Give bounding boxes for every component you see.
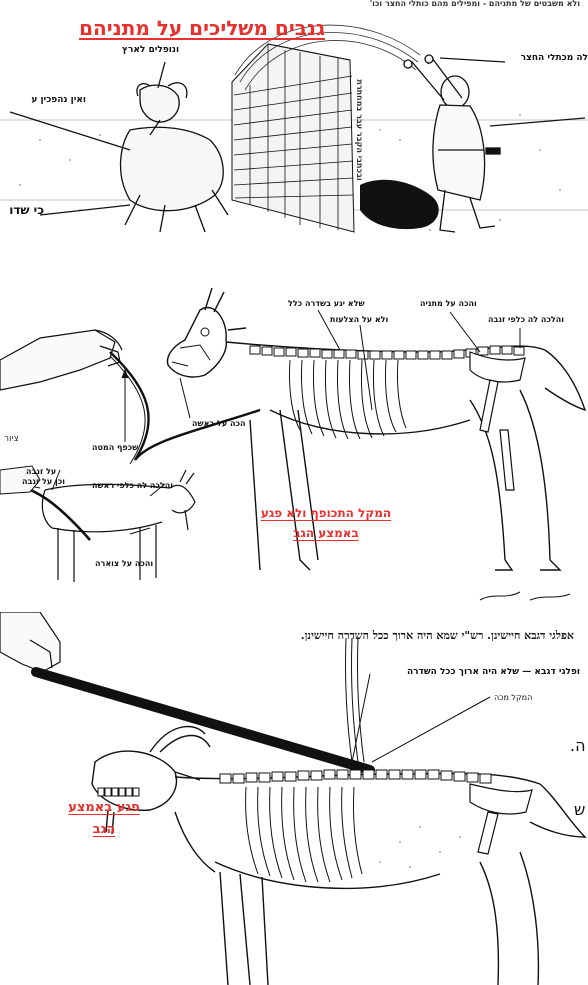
spine-bottom <box>220 770 491 783</box>
label-half-spine: ופלגי דגבא — שלא היה ארוך ככל השדרה <box>370 668 580 677</box>
label-falling: ונופלים לארץ <box>122 46 179 55</box>
falling-goat <box>121 83 228 232</box>
bottom-caption-line1: פגע באמצע <box>44 800 164 815</box>
panel-stick-hits-middle: אפלגי דגבא חיישינן. רש"י שמא היה ארוך ככ… <box>0 612 588 985</box>
label-small-tail2: וכן על זנבה <box>22 478 65 486</box>
bottom-top-text: אפלגי דגבא חיישינן. רש"י שמא היה ארוך ככ… <box>234 630 574 641</box>
side-char-2: ש <box>574 800 585 819</box>
label-wall-right: לה מכתלי החצר <box>496 54 588 63</box>
label-not-turned: ואין נהפכין ע <box>0 96 86 105</box>
bottom-caption-line2: הגב <box>44 822 164 837</box>
label-small-head: והלכה לה כלפי ראשה <box>92 482 173 490</box>
panel-skeleton-stick-bends: שלא יגע בשדרה כלל ולא על הצלעות והכה על … <box>0 270 588 602</box>
label-toward-tail: והלכה לה כלפי זנבה <box>488 316 564 324</box>
label-not-ribs: ולא על הצלעות <box>330 316 388 324</box>
label-stick-bend: שכפף המטה <box>92 444 138 452</box>
wall-inscription: ובכתבי הקבר עבר במחתרת <box>355 75 363 185</box>
label-head-hit: הכה על ראשה <box>192 420 245 428</box>
label-small-tail: על זנבה <box>26 468 56 476</box>
label-kishudo: כי שדו <box>0 204 44 216</box>
middle-caption-line2: באמצע הגב <box>236 526 416 540</box>
tunnel-hole <box>360 180 439 229</box>
label-stick-hits: המקל מכה <box>494 694 532 702</box>
label-illustration: ציור <box>4 434 19 444</box>
label-small-neck: והכה על צוארה <box>95 560 153 568</box>
straight-stick <box>36 672 370 770</box>
ribcage-bottom <box>246 787 362 882</box>
header-strip-text: ולא משבטים של מתניהם - ומפילים מהם כותלי… <box>8 0 580 8</box>
side-char-1: ה. <box>570 736 586 755</box>
ribcage <box>289 360 406 439</box>
panel-thieves-wall: ולא משבטים של מתניהם - ומפילים מהם כותלי… <box>0 0 588 248</box>
label-not-touch-spine: שלא יגע בשדרה כלל <box>288 300 365 308</box>
label-loins: והכה על מתניה <box>420 300 477 308</box>
middle-caption-line1: המקל התכופף ולא פגע <box>236 506 416 520</box>
hand-with-stick <box>0 612 60 672</box>
hand-holding-stick <box>0 330 122 390</box>
top-title: גנבים משליכים על מתניהם <box>72 16 332 40</box>
